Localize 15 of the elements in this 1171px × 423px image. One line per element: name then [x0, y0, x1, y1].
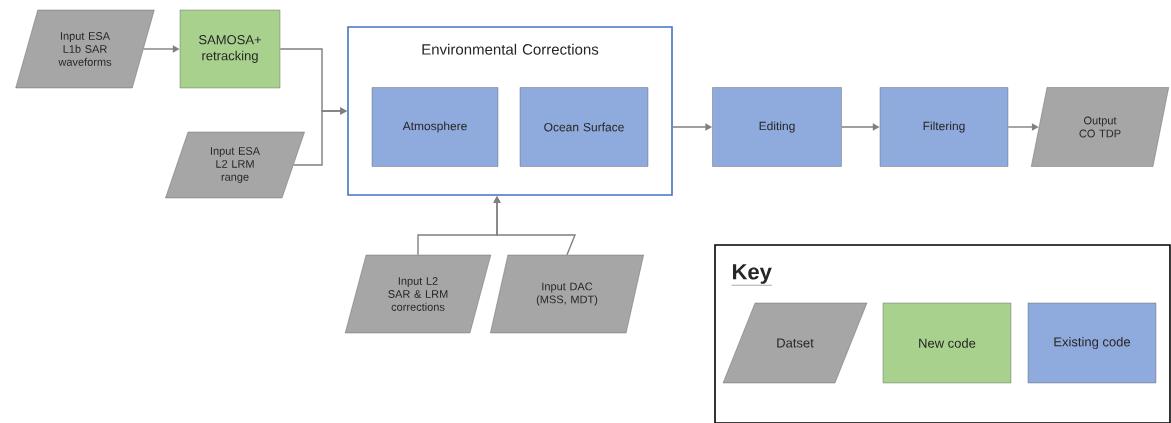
dataset-parallelogram: Input ESA L2 LRM range	[165, 131, 305, 199]
legend-label: Datset	[777, 338, 814, 348]
process-box: Filtering	[879, 87, 1009, 167]
dataset-parallelogram: Input ESA L1b SAR waveforms	[15, 9, 155, 89]
dataset-parallelogram: Output CO TDP	[1031, 87, 1169, 167]
dataset-parallelogram: Input L2 SAR & LRM corrections	[344, 254, 492, 334]
dataset-parallelogram: Input DAC (MSS, MDT)	[490, 254, 644, 334]
legend-label: Existing code	[1054, 336, 1131, 350]
legend-label: New code	[919, 338, 976, 348]
process-box: Atmosphere	[371, 87, 499, 167]
process-box: Ocean Surface	[519, 87, 649, 167]
key-heading: Key	[731, 264, 773, 286]
process-box: SAMOSA+ retracking	[179, 9, 281, 89]
process-box: Editing	[712, 87, 842, 167]
arrow	[1007, 123, 1039, 131]
